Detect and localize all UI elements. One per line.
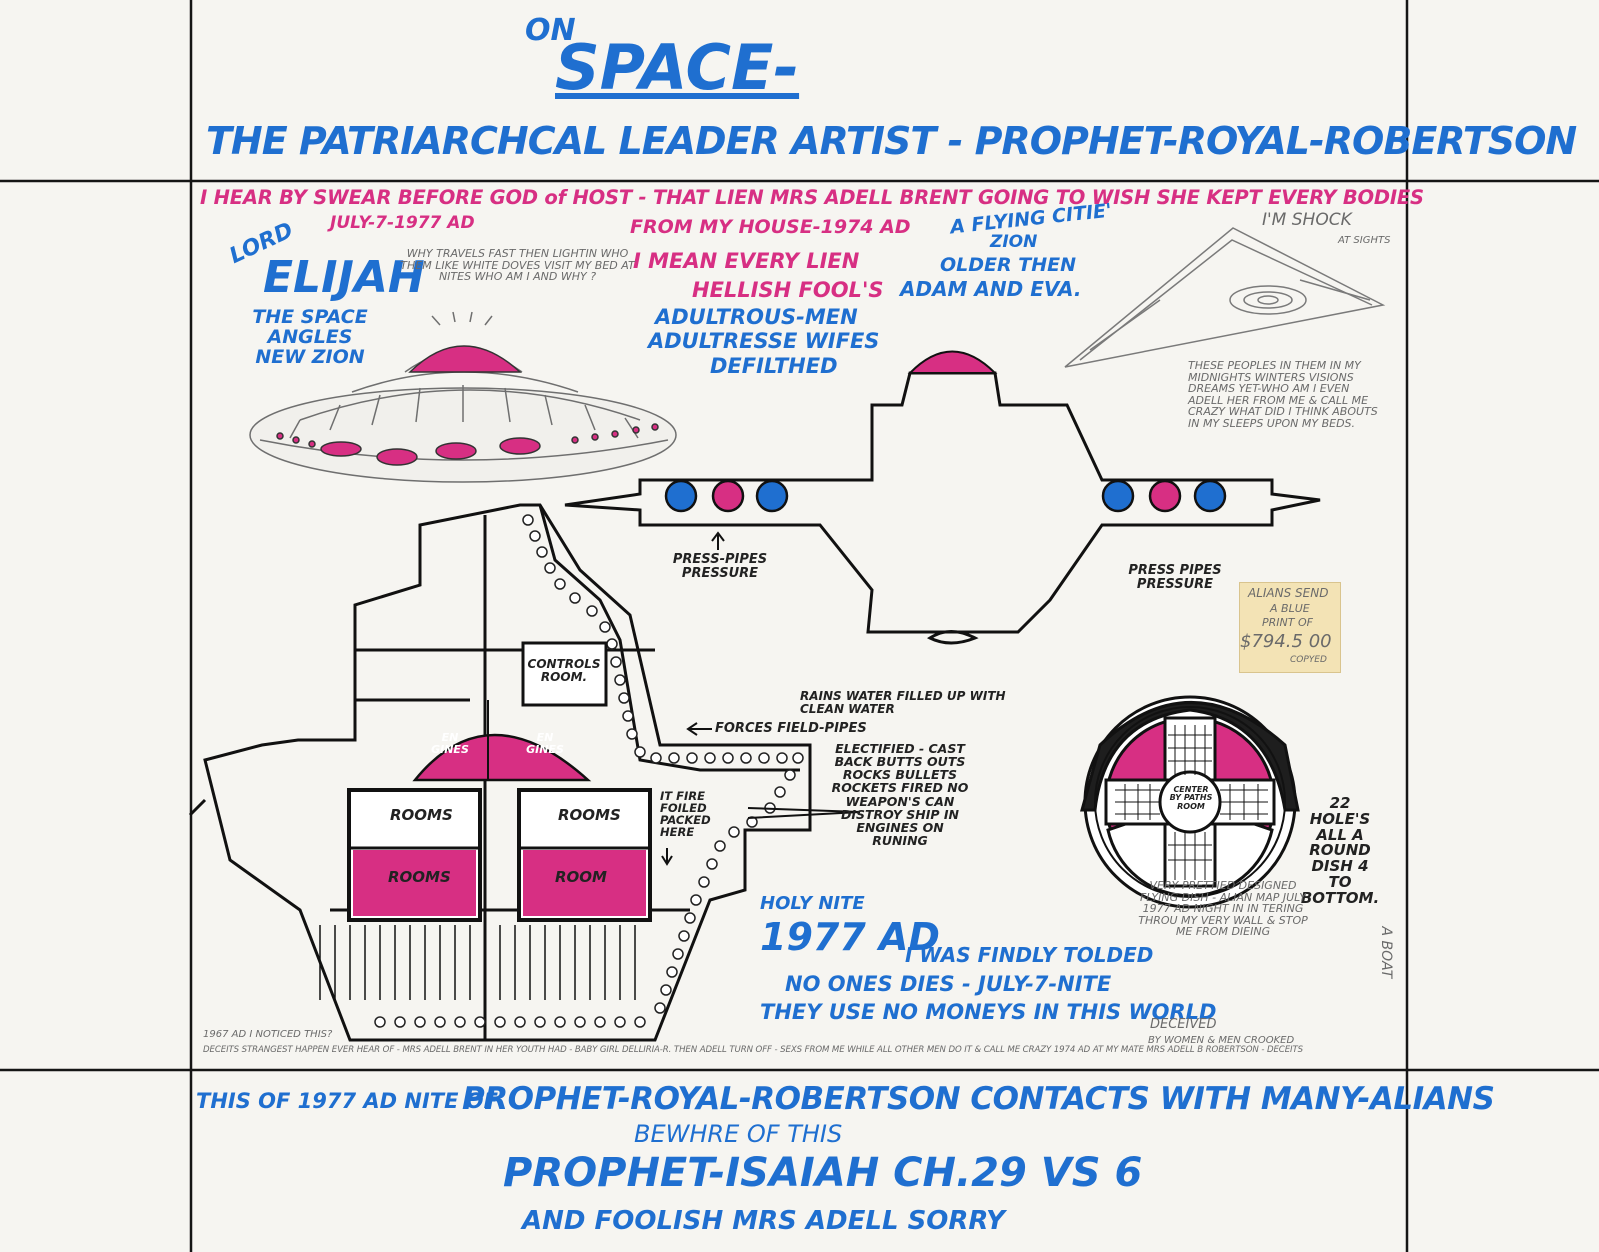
note-card-line-5: COPYED — [1290, 655, 1327, 665]
oath-date: JULY-7-1977 AD — [330, 213, 475, 233]
label-rooms-2: ROOMS — [558, 806, 621, 824]
label-rooms-3: ROOMS — [388, 868, 451, 886]
label-rains-water: RAINS WATER FILLED UP WITH CLEAN WATER — [800, 689, 1006, 716]
side-ship-portholes — [664, 479, 1227, 513]
elijah-name: ELIJAH — [263, 252, 425, 303]
oath-line-7: DEFILTHED — [710, 354, 838, 378]
label-forces-field: FORCES FIELD-PIPES — [715, 721, 867, 736]
flying-city-line-3: OLDER THEN — [940, 254, 1076, 276]
elijah-rest: THE SPACE ANGLES NEW ZION — [252, 306, 368, 368]
oath-line-6: ADULTRESSE WIFES — [648, 329, 880, 353]
footer-line-3: PROPHET-ISAIAH CH.29 VS 6 — [503, 1150, 1143, 1196]
bottom-note-2: DECEITS STRANGEST HAPPEN EVER HEAR OF - … — [203, 1045, 1303, 1055]
flying-saucer-drawing — [249, 311, 677, 483]
shock-title: I'M SHOCK — [1262, 210, 1352, 230]
vent-stripes — [319, 925, 636, 1000]
fire-arrow — [661, 848, 673, 866]
label-press-pipes-left: PRESS-PIPES PRESSURE — [672, 552, 768, 581]
pencil-note-doves: WHY TRAVELS FAST THEN LIGHTIN WHO THEM L… — [400, 247, 635, 284]
oath-line-5: ADULTROUS-MEN — [655, 305, 858, 329]
footer-line-2: BEWHRE OF THIS — [634, 1120, 843, 1148]
footer-line-1-main: PROPHET-ROYAL-ROBERTSON CONTACTS WITH MA… — [462, 1081, 1495, 1117]
label-engines-left: EN GINES — [431, 731, 469, 756]
forces-field-arrow — [686, 722, 712, 736]
deceived-line-1: DECEIVED — [1150, 1017, 1217, 1032]
press-pipe-arrow — [711, 531, 725, 550]
footer-line-1-prefix: THIS OF 1977 AD NITE OF — [196, 1089, 498, 1113]
room-blocks — [347, 788, 652, 922]
deceived-line-2: BY WOMEN & MEN CROOKED — [1148, 1035, 1295, 1046]
label-holes: 22 HOLE'S ALL A ROUND DISH 4 TO BOTTOM. — [1300, 794, 1380, 907]
saucer-dome-and-portholes — [276, 345, 659, 466]
engines-dome — [412, 733, 592, 782]
oath-line: I HEAR BY SWEAR BEFORE GOD of HOST - THA… — [200, 186, 1424, 209]
label-boat: A BOAT — [1378, 926, 1395, 979]
label-press-pipes-right: PRESS PIPES PRESSURE — [1128, 563, 1222, 592]
label-electified: ELECTIFIED - CAST BACK BUTTS OUTS ROCKS … — [831, 741, 969, 848]
side-spike — [747, 807, 861, 819]
oath-line-3: I MEAN EVERY LIEN — [633, 249, 860, 273]
label-room-4: ROOM — [555, 868, 607, 886]
note-card-line-4: $794.5 00 — [1240, 631, 1332, 652]
label-rooms-1: ROOMS — [390, 806, 453, 824]
holy-nite-line-2: I WAS FINDLY TOLDED — [905, 943, 1154, 967]
header-on: ON — [525, 13, 576, 48]
note-card-line-2: A BLUE — [1270, 602, 1310, 615]
bottom-note-1: 1967 AD I NOTICED THIS? — [203, 1029, 333, 1040]
triangle-craft-drawing — [1064, 227, 1386, 368]
holy-nite-line-1: HOLY NITE — [760, 893, 865, 914]
shock-subtitle: AT SIGHTS — [1338, 235, 1391, 246]
aliens-blueprint-note-card — [1239, 582, 1341, 673]
round-dish-map — [1080, 695, 1300, 909]
label-engines-right: EN GINES — [526, 731, 564, 756]
note-card-line-3: PRINT OF — [1262, 616, 1313, 629]
holy-nite-line-3: NO ONES DIES - JULY-7-NITE — [785, 972, 1112, 996]
label-fire: IT FIRE FOILED PACKED HERE — [660, 789, 711, 840]
cross-section-rivets — [374, 514, 804, 1028]
header-title: THE PATRIARCHCAL LEADER ARTIST - PROPHET… — [206, 119, 1577, 163]
holy-nite-year: 1977 AD — [760, 915, 940, 959]
controls-room-box — [521, 641, 608, 707]
dish-hatching — [1115, 725, 1268, 880]
flying-city-line-2: ZION — [990, 232, 1038, 252]
oath-line-4: HELLISH FOOL'S — [692, 278, 884, 302]
pencil-note-visions: THESE PEOPLES IN THEM IN MY MIDNIGHTS WI… — [1188, 359, 1378, 430]
flying-city-line-4: ADAM AND EVA. — [900, 277, 1082, 301]
header-space: SPACE- — [555, 31, 800, 104]
side-ship-dome — [907, 350, 998, 374]
label-controls-room: CONTROLS ROOM. — [527, 657, 601, 684]
holy-nite-line-4: THEY USE NO MONEYS IN THIS WORLD — [760, 1000, 1217, 1024]
dish-note: VERY PRETTIED DESIGNED FLYING DISH - ALI… — [1138, 879, 1308, 939]
label-center: CENTER BY PATHS ROOM — [1169, 785, 1213, 811]
oath-line-2: FROM MY HOUSE-1974 AD — [630, 216, 911, 238]
footer-line-4: AND FOOLISH MRS ADELL SORRY — [522, 1206, 1005, 1236]
note-card-line-1: ALIANS SEND — [1248, 586, 1329, 600]
